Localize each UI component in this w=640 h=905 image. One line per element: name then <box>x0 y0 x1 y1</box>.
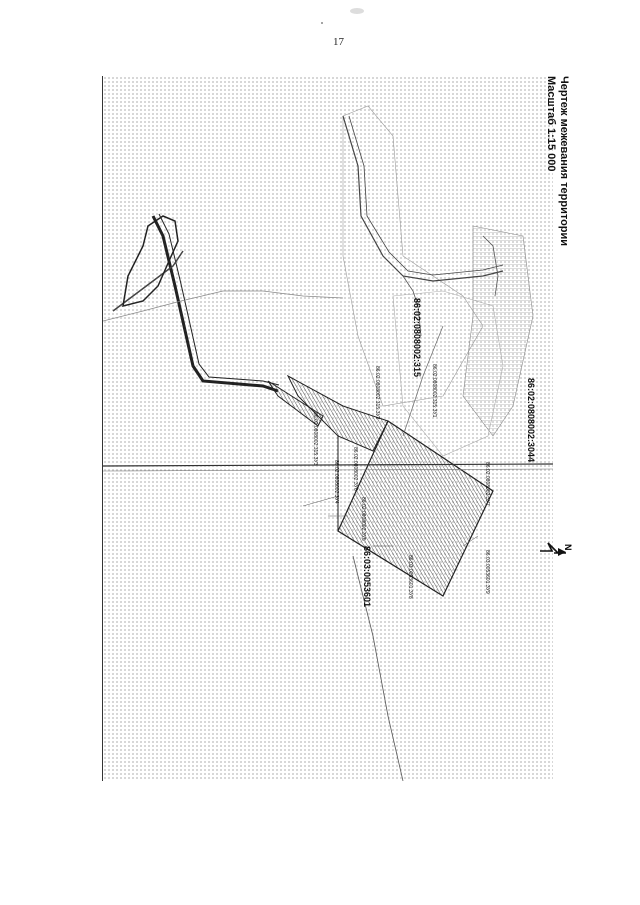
road <box>348 115 504 276</box>
corridor <box>112 250 184 312</box>
scan-speck <box>321 22 323 24</box>
road-horizontal <box>103 468 553 472</box>
road-horizontal <box>103 463 553 467</box>
cadastral-map <box>102 76 553 781</box>
light-field <box>462 225 534 437</box>
parcel-small-label: 86:02:0808002:ЗУ4 <box>333 460 339 504</box>
corridor <box>158 213 280 386</box>
road <box>482 235 499 297</box>
parcel-wedge <box>286 374 389 452</box>
map-scale: Масштаб 1:15 000 <box>545 76 557 172</box>
parcel-small-label: 86:02:0808002:ЗУ5 <box>360 497 366 541</box>
parcel-small-label: 86:02:0808002:315:ЗУ2 <box>374 366 380 420</box>
parcel-wedge <box>267 380 324 427</box>
parcel-small-label: 86:03:0053601:ЗУ8 <box>407 555 413 599</box>
road <box>342 115 504 282</box>
light-field <box>392 290 504 457</box>
corridor <box>103 290 344 322</box>
parcel-small-label: 86:02:0808002:315:ЗУ1 <box>431 364 437 418</box>
parcel-label: 86:02:0808002:315 <box>412 298 422 378</box>
parcel-label: 86:02:0808002:3044 <box>526 378 536 463</box>
corridor <box>151 215 279 393</box>
parcel-label: 86:03:0053601 <box>362 546 372 608</box>
north-arrow-icon <box>540 542 566 556</box>
map-title: Чертеж межевания территории <box>558 76 570 247</box>
parcel-small-label: 86:02:0808002:ЗУ6 <box>352 447 358 491</box>
map-title-block: Чертеж межевания территории Масштаб 1:15… <box>544 76 570 246</box>
page-number: 17 <box>333 36 344 48</box>
parcel-small-label: 86:03:0053601:ЗУ9 <box>484 550 490 594</box>
line-long <box>402 325 444 437</box>
road <box>402 275 422 337</box>
parcel-small-label: 86:02:0808002:ЗУ7 <box>484 462 490 506</box>
line-long <box>352 555 404 781</box>
scan-speck <box>350 8 364 14</box>
map-drawing <box>103 105 553 781</box>
parcel-small-label: 86:02:0808002:315:ЗУ3 <box>312 412 318 466</box>
lake-outline <box>122 215 179 308</box>
north-label: N <box>563 544 573 551</box>
